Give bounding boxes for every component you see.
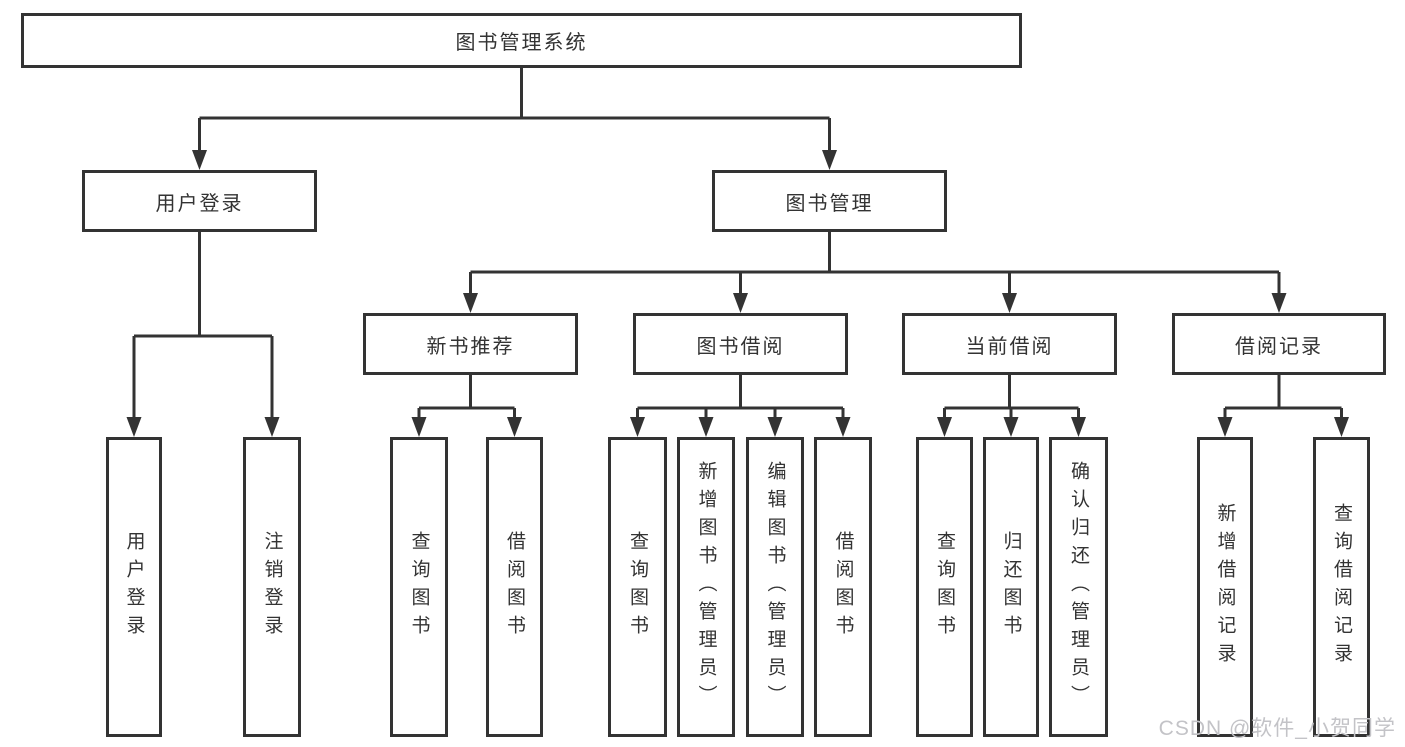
- node-label: 当前借阅: [965, 335, 1054, 358]
- leaf-borrow-books: 借阅图书: [486, 437, 543, 737]
- leaf-label: 查询图书: [934, 531, 955, 643]
- leaf-label: 新增图书（管理员）: [695, 461, 717, 713]
- leaf-label: 归还图书: [1000, 531, 1022, 643]
- node-root-library-system: 图书管理系统: [21, 13, 1022, 68]
- leaf-label: 借阅图书: [832, 531, 854, 643]
- leaf-label: 查询借阅记录: [1331, 503, 1352, 671]
- node-label: 图书管理系统: [455, 32, 588, 54]
- node-book-management: 图书管理: [712, 170, 947, 232]
- leaf-add-books-admin: 新增图书（管理员）: [677, 437, 735, 737]
- node-label: 用户登录: [155, 192, 244, 215]
- leaf-query-borrow-record: 查询借阅记录: [1313, 437, 1370, 737]
- node-label: 图书借阅: [696, 335, 785, 358]
- node-current-borrow: 当前借阅: [902, 313, 1117, 375]
- node-label: 新书推荐: [426, 335, 515, 358]
- leaf-borrow-books: 借阅图书: [814, 437, 872, 737]
- csdn-watermark: CSDN @软件_小贺同学: [1158, 717, 1396, 740]
- leaf-user-login: 用户登录: [106, 437, 162, 737]
- leaf-label: 编辑图书（管理员）: [764, 461, 786, 713]
- arrowheads: [126, 150, 1349, 437]
- leaf-logout: 注销登录: [243, 437, 301, 737]
- node-borrow-records: 借阅记录: [1172, 313, 1386, 375]
- leaf-query-books: 查询图书: [608, 437, 667, 737]
- node-label: 借阅记录: [1235, 335, 1323, 358]
- leaf-label: 确认归还（管理员）: [1068, 461, 1089, 713]
- leaf-label: 用户登录: [123, 531, 145, 643]
- leaf-add-borrow-record: 新增借阅记录: [1197, 437, 1253, 737]
- leaf-label: 查询图书: [408, 531, 430, 643]
- leaf-edit-books-admin: 编辑图书（管理员）: [746, 437, 804, 737]
- leaf-label: 查询图书: [627, 531, 648, 643]
- node-new-book-recommend: 新书推荐: [363, 313, 578, 375]
- node-user-login: 用户登录: [82, 170, 317, 232]
- node-book-borrow: 图书借阅: [633, 313, 848, 375]
- leaf-confirm-return-admin: 确认归还（管理员）: [1049, 437, 1108, 737]
- node-label: 图书管理: [785, 192, 874, 215]
- leaf-query-books: 查询图书: [390, 437, 448, 737]
- leaf-label: 借阅图书: [504, 531, 525, 643]
- leaf-return-books: 归还图书: [983, 437, 1039, 737]
- leaf-query-books: 查询图书: [916, 437, 973, 737]
- leaf-label: 注销登录: [261, 531, 283, 643]
- leaf-label: 新增借阅记录: [1214, 503, 1236, 671]
